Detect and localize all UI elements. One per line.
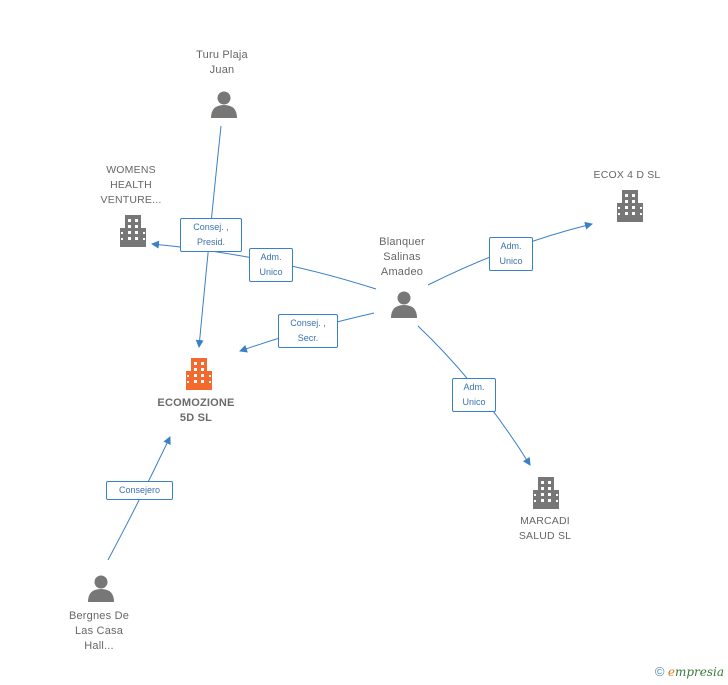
person-icon[interactable] [209, 89, 239, 119]
brand-name: mpresia [674, 665, 724, 679]
edge-label-blanquer-marcadi[interactable]: Adm. Unico [452, 378, 496, 412]
copyright-icon: © [654, 664, 665, 679]
node-label-ecox[interactable]: ECOX 4 D SL [593, 169, 661, 181]
node-label-womens[interactable]: WOMENS HEALTH VENTURE... [100, 164, 162, 206]
building-icon[interactable] [615, 189, 645, 223]
building-icon[interactable] [184, 357, 214, 391]
node-label-ecomozione[interactable]: ECOMOZIONE 5D SL [157, 397, 235, 424]
person-icon[interactable] [389, 289, 419, 319]
brand-logo: © empresia [655, 664, 724, 679]
node-label-turu[interactable]: Turu Plaja Juan [196, 49, 248, 76]
node-label-marcadi[interactable]: MARCADI SALUD SL [518, 515, 572, 542]
edge-label-bergnes-ecomozione[interactable]: Consejero [106, 481, 173, 500]
node-label-bergnes[interactable]: Bergnes De Las Casa Hall... [68, 610, 130, 652]
node-label-blanquer[interactable]: Blanquer Salinas Amadeo [379, 236, 425, 278]
edge-label-blanquer-ecox[interactable]: Adm. Unico [489, 237, 533, 271]
edge-label-turu-ecomozione[interactable]: Consej. , Presid. [180, 218, 242, 252]
person-icon[interactable] [86, 573, 116, 603]
edge-label-blanquer-ecomozione[interactable]: Consej. , Secr. [278, 314, 338, 348]
building-icon[interactable] [531, 476, 561, 510]
edge-label-blanquer-womens[interactable]: Adm. Unico [249, 248, 293, 282]
brand-e: e [667, 665, 675, 679]
building-icon[interactable] [118, 214, 148, 248]
